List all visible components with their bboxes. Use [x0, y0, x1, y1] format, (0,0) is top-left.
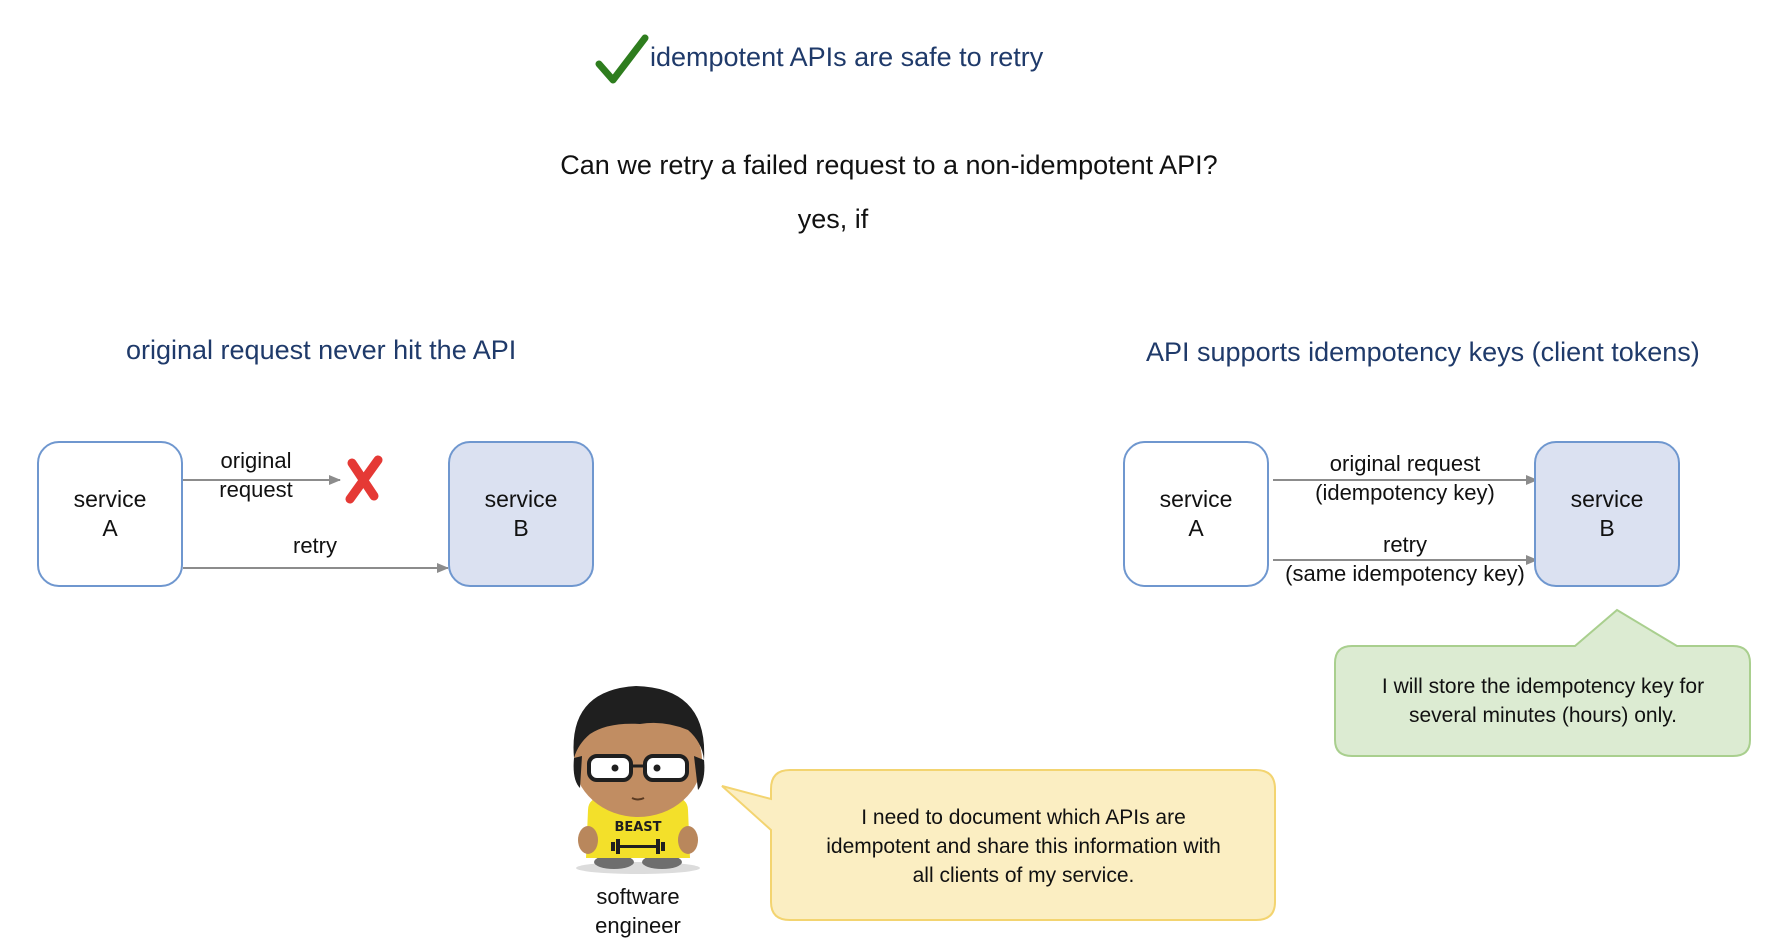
service-b-speech-bubble [1334, 608, 1751, 757]
shirt-text: BEAST [614, 820, 662, 835]
service-b-letter: B [513, 515, 529, 541]
answer-text: yes, if [797, 204, 869, 234]
right-retry-label: retry (same idempotency key) [1285, 532, 1525, 586]
left-original-request-label: original request [219, 448, 293, 502]
service-b-label: service [1570, 486, 1644, 512]
right-service-b-box: service B [1534, 441, 1680, 587]
service-a-label: service [73, 486, 147, 512]
left-service-b-box: service B [448, 441, 594, 587]
service-a-letter: A [102, 515, 118, 541]
engineer-caption: software engineer [595, 884, 681, 938]
question-text: Can we retry a failed request to a non-i… [560, 150, 1218, 180]
left-retry-label: retry [293, 533, 337, 558]
service-b-letter: B [1599, 515, 1615, 541]
safe-to-retry-heading: idempotent APIs are safe to retry [650, 42, 1044, 72]
checkmark-icon [595, 34, 649, 84]
service-b-label: service [484, 486, 558, 512]
service-b-bubble-text: I will store the idempotency key for sev… [1381, 675, 1705, 727]
left-scenario-title: original request never hit the API [126, 335, 517, 365]
left-service-a-box: service A [37, 441, 183, 587]
service-a-label: service [1159, 486, 1233, 512]
engineer-speech-bubble [721, 769, 1276, 921]
service-a-letter: A [1188, 515, 1204, 541]
right-original-request-label: original request (idempotency key) [1315, 451, 1495, 505]
red-cross-icon [345, 455, 383, 504]
right-scenario-title: API supports idempotency keys (client to… [1146, 337, 1700, 367]
right-service-a-box: service A [1123, 441, 1269, 587]
software-engineer-avatar [573, 686, 705, 874]
engineer-bubble-text: I need to document which APIs are idempo… [826, 806, 1221, 887]
